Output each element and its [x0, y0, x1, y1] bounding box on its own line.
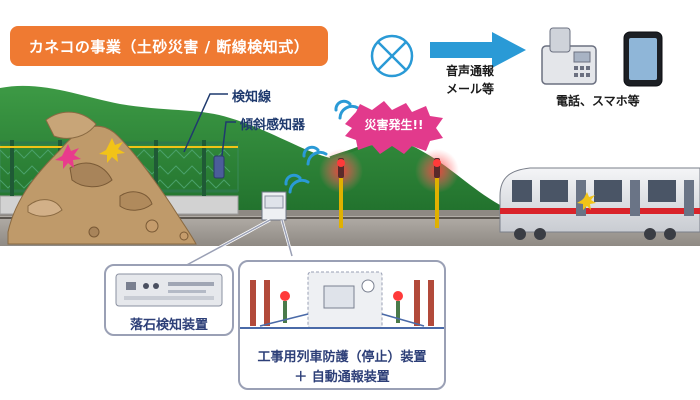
antenna-icon [370, 34, 414, 78]
signal-wave-icon [284, 99, 360, 194]
burst-mark [55, 144, 81, 169]
track-bed-top [0, 210, 700, 216]
label-notification-line2: メール等 [446, 82, 495, 96]
train-protection-label-line1: 工事用列車防護（停止）装置 [257, 350, 427, 365]
train-protection-label-line2: ＋ 自動通報装置 [294, 370, 390, 385]
leader-line [183, 93, 228, 153]
rockfall [7, 111, 197, 245]
connector-line [281, 219, 293, 257]
rockfall-device-image [115, 273, 223, 307]
title-banner: カネコの事業（土砂災害 / 断線検知式） [10, 26, 328, 66]
disaster-text: 災害発生!! [364, 117, 424, 132]
trackside-box [261, 191, 287, 221]
burst-mark [577, 192, 596, 210]
tilt-sensor [213, 155, 225, 179]
leader-line [219, 121, 236, 173]
label-devices: 電話、スマホ等 [556, 94, 640, 108]
label-notification-line1: 音声通報 [446, 64, 495, 78]
phone-icon [541, 27, 597, 85]
smartphone-icon [623, 31, 663, 87]
disaster-badge-label: 災害発生!! [345, 101, 443, 147]
label-tilt-sensor: 傾斜感知器 [240, 118, 306, 133]
rockfall-device-label: 落石検知装置 [129, 318, 208, 333]
label-detection-wire: 検知線 [232, 90, 272, 105]
signal-light-icon [415, 149, 459, 228]
signal-light-icon [319, 149, 363, 228]
disaster-badge [345, 101, 443, 154]
train [499, 167, 700, 240]
train-protection-image [240, 271, 444, 329]
rockfall-device-panel: 落石検知装置 [104, 264, 234, 336]
burst-mark [99, 138, 125, 163]
train-protection-panel: 工事用列車防護（停止）装置 ＋ 自動通報装置 [238, 260, 446, 390]
page-title: カネコの事業（土砂災害 / 断線検知式） [28, 37, 310, 56]
connector-line [169, 219, 271, 275]
arrow-icon [430, 32, 526, 68]
